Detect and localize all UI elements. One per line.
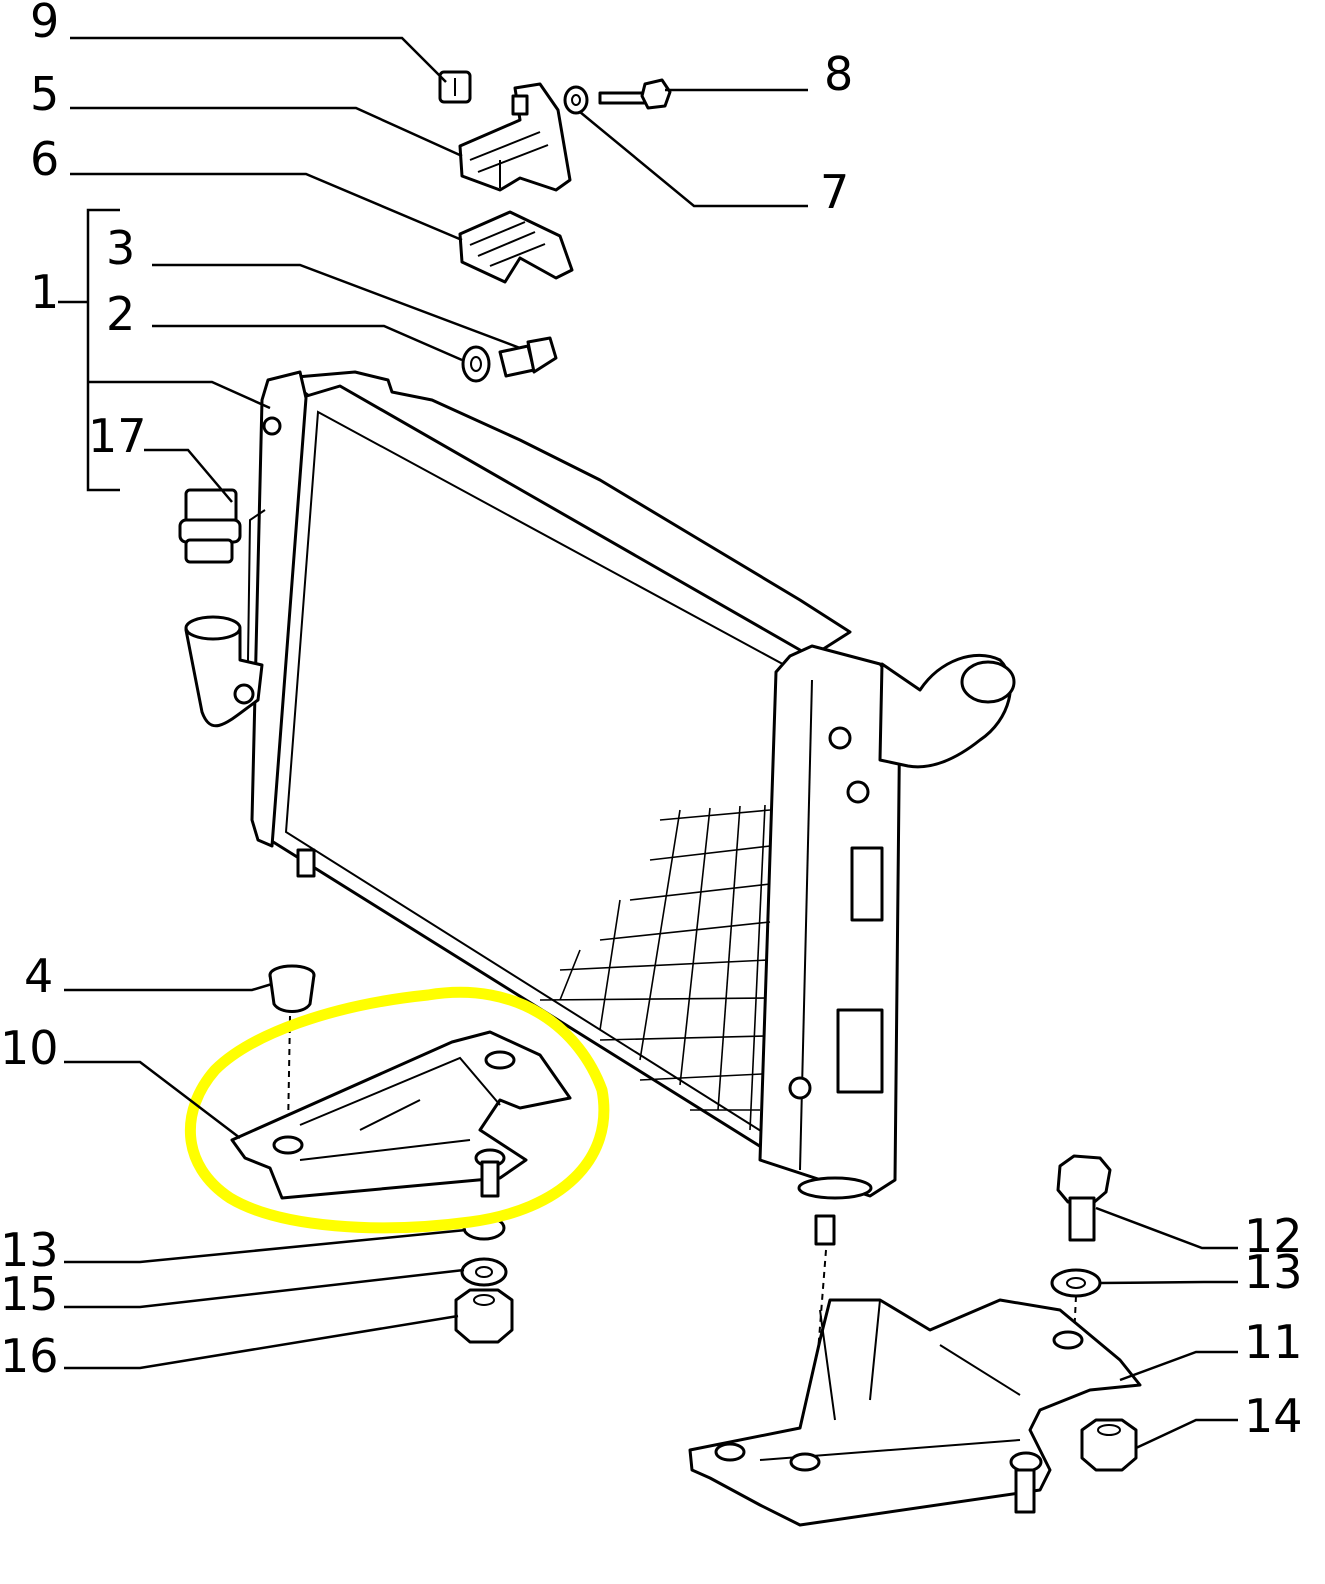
- part-14-nut: [1080, 1418, 1138, 1472]
- callout-7: 7: [820, 165, 849, 219]
- part-9-clip-nut: [438, 70, 472, 104]
- part-13-washer-right: [1050, 1268, 1102, 1298]
- callout-10: 10: [0, 1021, 59, 1075]
- part-15-spring-washer: [460, 1257, 508, 1287]
- callout-17: 17: [88, 409, 147, 463]
- callout-13-left: 13: [0, 1223, 59, 1277]
- part-12-bolt: [1056, 1154, 1112, 1242]
- callout-16: 16: [0, 1329, 59, 1383]
- part-8-bolt: [598, 78, 672, 110]
- callout-12: 12: [1244, 1209, 1303, 1263]
- part-4-grommet: [268, 964, 316, 1013]
- callout-5: 5: [30, 67, 59, 121]
- callout-6: 6: [30, 132, 59, 186]
- callout-15: 15: [0, 1267, 59, 1321]
- callout-9: 9: [30, 0, 59, 48]
- callout-labels: 9 5 6 3 1 2 17 8 7 4 10 13 15 16 12 13 1…: [0, 0, 1303, 1443]
- radiator: [184, 370, 1016, 1246]
- part-7-washer: [563, 85, 589, 115]
- leader-lines: [58, 36, 1238, 1450]
- part-17-sensor: [178, 488, 242, 564]
- callout-8: 8: [824, 47, 853, 101]
- part-5-bracket: [458, 82, 572, 192]
- callout-11: 11: [1244, 1315, 1303, 1369]
- part-3-screw: [498, 336, 558, 378]
- highlight-circle: [184, 986, 610, 1234]
- part-11-right-bracket: [688, 1298, 1142, 1527]
- callout-2: 2: [106, 287, 135, 341]
- radiator-fins: [539, 804, 771, 1131]
- part-16-nut: [454, 1288, 514, 1344]
- callout-3: 3: [106, 221, 135, 275]
- part-6-bracket: [458, 210, 574, 284]
- callout-1: 1: [30, 265, 59, 319]
- callout-14: 14: [1244, 1389, 1303, 1443]
- part-2-washer: [461, 345, 491, 383]
- callout-4: 4: [24, 949, 53, 1003]
- callout-13-right: 13: [1244, 1245, 1303, 1299]
- part-10-left-bracket: [230, 1030, 572, 1200]
